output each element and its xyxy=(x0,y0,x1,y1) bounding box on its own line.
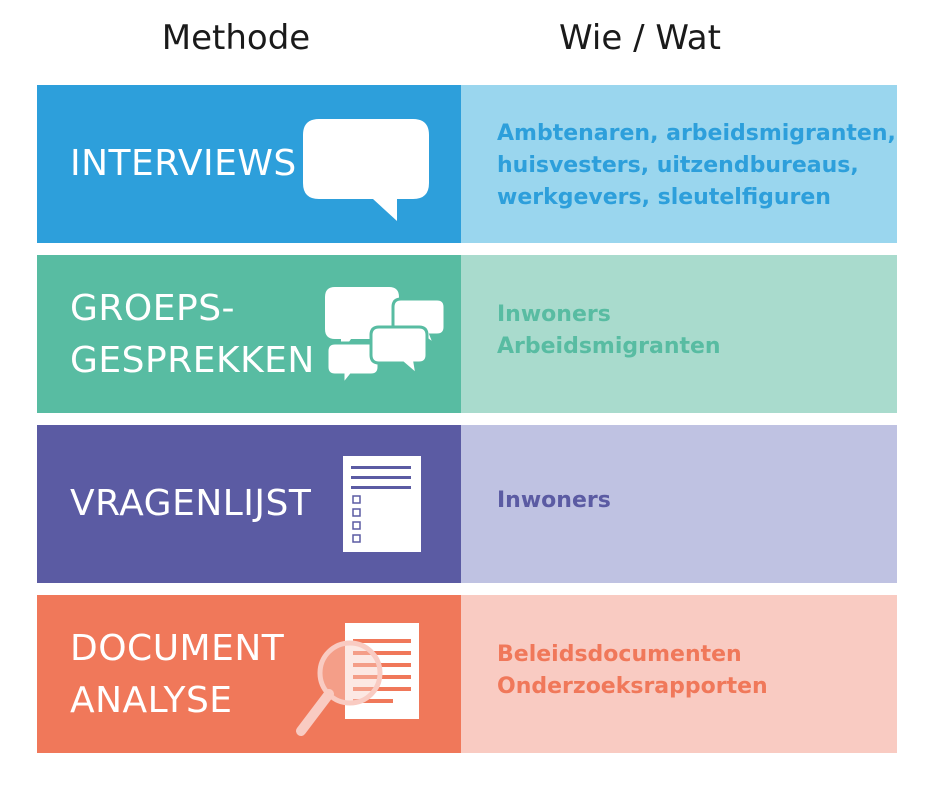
who-text: Ambtenaren, arbeidsmigranten, huisvester… xyxy=(497,121,896,210)
row-document-analyse: DOCUMENT ANALYSE Beleidsdocumenten Onder… xyxy=(37,595,897,753)
column-header-method: Methode xyxy=(161,18,311,58)
document-magnifier-icon xyxy=(296,623,419,736)
method-label: DOCUMENT ANALYSE xyxy=(70,628,285,721)
who-text: Beleidsdocumenten Onderzoeksrapporten xyxy=(497,642,768,699)
method-cell: GROEPS- GESPREKKEN xyxy=(37,255,461,413)
questionnaire-icon xyxy=(343,456,421,552)
speech-bubble-icon xyxy=(303,119,429,221)
row-groepsgesprekken: GROEPS- GESPREKKEN Inwoners Arbeidsmigra… xyxy=(37,255,897,413)
who-cell: Inwoners xyxy=(461,425,897,583)
method-label: VRAGENLIJST xyxy=(70,483,312,524)
method-cell: DOCUMENT ANALYSE xyxy=(37,595,461,753)
who-cell: Beleidsdocumenten Onderzoeksrapporten xyxy=(461,595,897,753)
column-header-who-what: Wie / Wat xyxy=(559,18,721,58)
chat-bubbles-icon xyxy=(325,287,447,387)
who-text: Inwoners Arbeidsmigranten xyxy=(497,302,721,359)
method-cell: VRAGENLIJST xyxy=(37,425,461,583)
who-cell: Ambtenaren, arbeidsmigranten, huisvester… xyxy=(461,85,897,243)
who-text: Inwoners xyxy=(497,488,611,513)
row-vragenlijst: VRAGENLIJST Inwoners xyxy=(37,425,897,583)
who-cell: Inwoners Arbeidsmigranten xyxy=(461,255,897,413)
method-label: GROEPS- GESPREKKEN xyxy=(70,288,315,381)
method-cell: INTERVIEWS xyxy=(37,85,461,243)
method-label: INTERVIEWS xyxy=(70,143,297,184)
row-interviews: INTERVIEWS Ambtenaren, arbeidsmigranten,… xyxy=(37,85,897,243)
